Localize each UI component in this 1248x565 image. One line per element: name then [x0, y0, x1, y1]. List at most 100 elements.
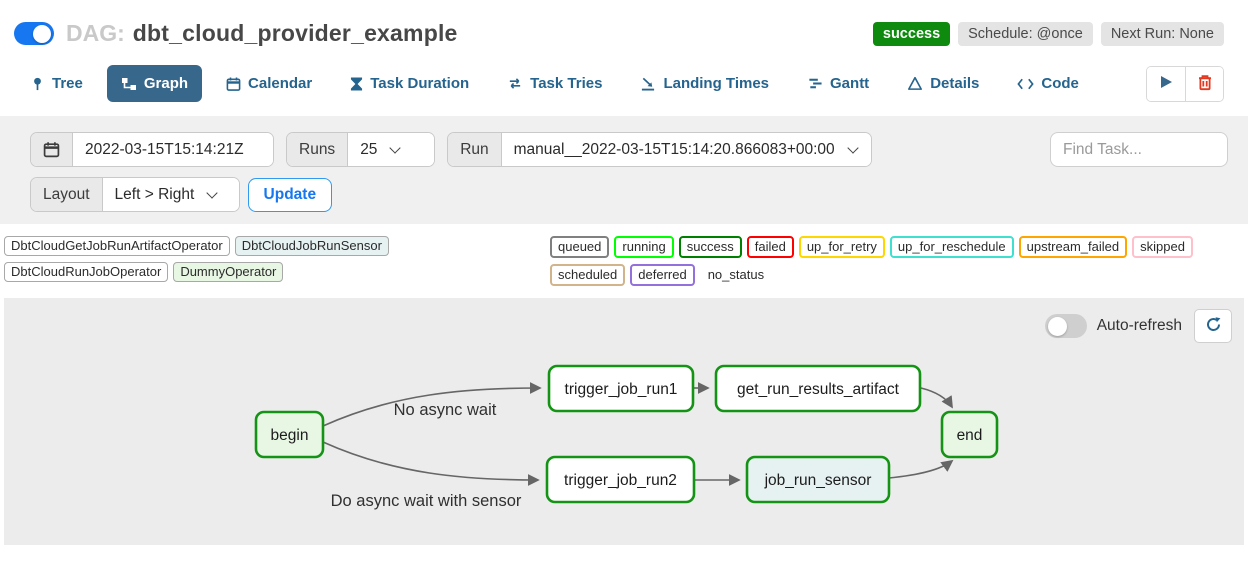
play-icon	[1159, 75, 1173, 92]
triangle-icon	[907, 76, 923, 91]
task-node-get_run_results_artifact[interactable]: get_run_results_artifact	[714, 364, 922, 413]
legend-status-chip[interactable]: running	[614, 236, 674, 258]
refresh-button[interactable]	[1194, 309, 1232, 343]
update-button[interactable]: Update	[247, 177, 333, 212]
next-run-badge: Next Run: None	[1100, 21, 1224, 46]
task-node-trigger_job_run1[interactable]: trigger_job_run1	[547, 364, 695, 413]
tab-graph[interactable]: Graph	[106, 65, 203, 102]
task-node-label: trigger_job_run2	[564, 472, 677, 489]
run-select[interactable]: manual__2022-03-15T15:14:20.866083+00:00	[501, 133, 871, 166]
legend-status-chip[interactable]: up_for_reschedule	[889, 236, 1014, 258]
base-date-group: 2022-03-15T15:14:21Z	[30, 132, 274, 167]
schedule-badge: Schedule: @once	[958, 21, 1093, 46]
task-node-job_run_sensor[interactable]: job_run_sensor	[745, 455, 891, 504]
tab-label: Task Tries	[530, 75, 603, 92]
chevron-down-icon	[389, 141, 402, 154]
task-node-label: trigger_job_run1	[565, 381, 678, 398]
dag-graph: begin trigger_job_run1 get_run_results_art…	[254, 364, 999, 510]
legend-status-chip[interactable]: deferred	[630, 264, 695, 286]
num-runs-group: Runs 25	[286, 132, 436, 167]
tab-calendar[interactable]: Calendar	[212, 65, 326, 102]
landing-icon	[640, 76, 656, 91]
tab-label: Code	[1041, 75, 1079, 92]
runs-label: Runs	[287, 133, 349, 166]
run-group: Run manual__2022-03-15T15:14:20.866083+0…	[447, 132, 872, 167]
filter-panel: 2022-03-15T15:14:21Z Runs 25 Run manual_…	[0, 116, 1248, 224]
task-node-end[interactable]: end	[940, 410, 999, 459]
tab-task-tries[interactable]: Task Tries	[493, 65, 616, 102]
auto-refresh-label: Auto-refresh	[1096, 317, 1182, 334]
legend-status-chip[interactable]: no_status	[707, 267, 765, 282]
layout-group: Layout Left > Right	[30, 177, 240, 212]
edge-job_run_sensor-to-end	[888, 459, 954, 479]
legend-operator-chip: DummyOperator	[173, 262, 284, 282]
legend-status-chip[interactable]: scheduled	[550, 264, 626, 286]
legend-status-chip[interactable]: up_for_retry	[798, 236, 885, 258]
layout-label: Layout	[31, 178, 103, 211]
tab-label: Details	[930, 75, 980, 92]
tab-tree[interactable]: Tree	[16, 65, 97, 102]
dag-prefix-label: DAG:	[66, 20, 125, 46]
legend-status-chip[interactable]: queued	[550, 236, 610, 258]
refresh-icon	[1205, 316, 1222, 336]
task-node-trigger_job_run2[interactable]: trigger_job_run2	[545, 455, 696, 504]
dag-pause-toggle[interactable]	[14, 22, 54, 45]
toggle-knob	[1047, 316, 1067, 336]
toggle-knob	[33, 24, 51, 43]
tab-label: Tree	[52, 75, 83, 92]
edge-get_run_results_artifact-to-end	[920, 387, 953, 409]
hourglass-icon	[350, 76, 363, 92]
tab-label: Gantt	[830, 75, 870, 92]
edge-label: Do async wait with sensor	[331, 492, 522, 510]
chevron-down-icon	[847, 141, 859, 154]
status-badge: success	[872, 21, 951, 46]
tab-label: Graph	[143, 75, 189, 92]
legend-operator-chip: DbtCloudJobRunSensor	[234, 236, 389, 256]
code-icon	[1017, 77, 1035, 91]
view-tabbar: Tree Graph Calendar Task Duration Task Tries…	[0, 57, 1248, 116]
tab-label: Task Duration	[370, 75, 470, 92]
task-node-label: job_run_sensor	[764, 472, 872, 489]
graph-panel: Auto-refresh begin trigger_job_run1 get_ru…	[4, 298, 1244, 545]
retry-icon	[507, 76, 523, 91]
legend-status-chip[interactable]: upstream_failed	[1018, 236, 1128, 258]
task-node-label: get_run_results_artifact	[737, 381, 900, 398]
tab-gantt[interactable]: Gantt	[793, 65, 883, 102]
find-task-input[interactable]	[1050, 132, 1228, 167]
legend-status-chip[interactable]: skipped	[1132, 236, 1193, 258]
dag-header: DAG: dbt_cloud_provider_example success …	[0, 0, 1248, 57]
legend-status-chip[interactable]: failed	[746, 236, 794, 258]
auto-refresh-toggle[interactable]	[1044, 314, 1087, 338]
base-date-input[interactable]: 2022-03-15T15:14:21Z	[73, 133, 273, 166]
trigger-dag-button[interactable]	[1147, 66, 1185, 101]
trash-icon	[1197, 74, 1213, 94]
tab-label: Landing Times	[663, 75, 770, 92]
chevron-down-icon	[206, 186, 218, 199]
calendar-icon	[226, 76, 241, 92]
dag-action-buttons	[1146, 65, 1224, 102]
delete-dag-button[interactable]	[1185, 66, 1223, 101]
runs-select[interactable]: 25	[348, 133, 435, 166]
gantt-icon	[807, 76, 823, 91]
run-label: Run	[448, 133, 502, 166]
edge-begin-to-trigger_job_run1	[322, 382, 542, 427]
tab-code[interactable]: Code	[1003, 65, 1093, 102]
tab-label: Calendar	[248, 75, 313, 92]
task-node-label: end	[957, 427, 983, 444]
tab-landing-times[interactable]: Landing Times	[626, 65, 783, 102]
legend-operator-chip: DbtCloudRunJobOperator	[4, 262, 169, 282]
edge-label: No async wait	[394, 401, 497, 419]
edge-begin-to-trigger_job_run2	[322, 441, 540, 486]
legend-status-chip[interactable]: success	[678, 236, 742, 258]
dag-title: dbt_cloud_provider_example	[132, 20, 458, 46]
tree-icon	[30, 76, 45, 92]
tab-task-duration[interactable]: Task Duration	[336, 65, 483, 102]
tab-details[interactable]: Details	[893, 65, 993, 102]
task-node-label: begin	[271, 427, 309, 444]
calendar-picker-icon[interactable]	[31, 133, 73, 166]
task-node-begin[interactable]: begin	[254, 410, 325, 459]
graph-icon	[121, 76, 137, 92]
legend-operator-chip: DbtCloudGetJobRunArtifactOperator	[4, 236, 230, 256]
layout-select[interactable]: Left > Right	[102, 178, 239, 211]
